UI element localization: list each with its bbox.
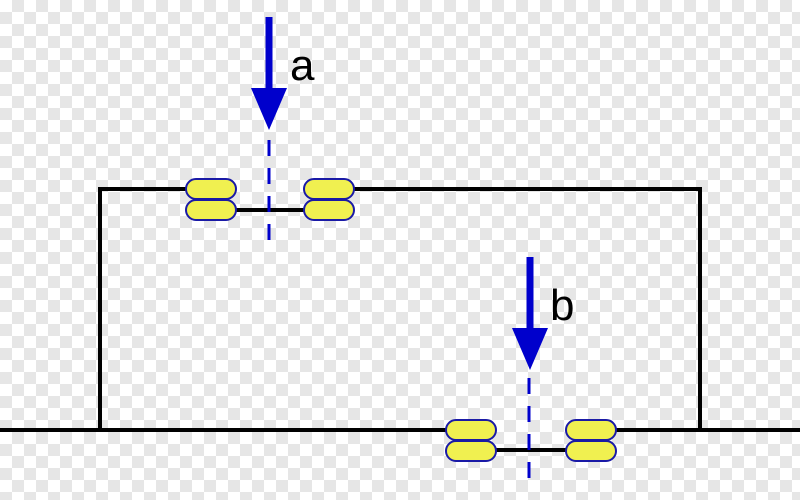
element-a-right-upper: [303, 178, 355, 200]
label-b: b: [550, 281, 574, 330]
arrow-a: [251, 17, 287, 130]
element-a-right-lower: [303, 199, 355, 221]
element-b-right-upper: [565, 419, 617, 441]
element-group-b: [445, 419, 617, 462]
element-b-left-lower: [445, 440, 497, 462]
arrow-b: [512, 257, 548, 370]
arrow-a-head-icon: [251, 88, 287, 130]
element-a-left-lower: [185, 199, 237, 221]
element-b-right-lower: [565, 440, 617, 462]
element-a-left-upper: [185, 178, 237, 200]
element-group-a: [185, 178, 355, 221]
label-a: a: [290, 41, 315, 90]
wire-frame: [0, 187, 800, 432]
arrow-b-head-icon: [512, 328, 548, 370]
element-b-left-upper: [445, 419, 497, 441]
